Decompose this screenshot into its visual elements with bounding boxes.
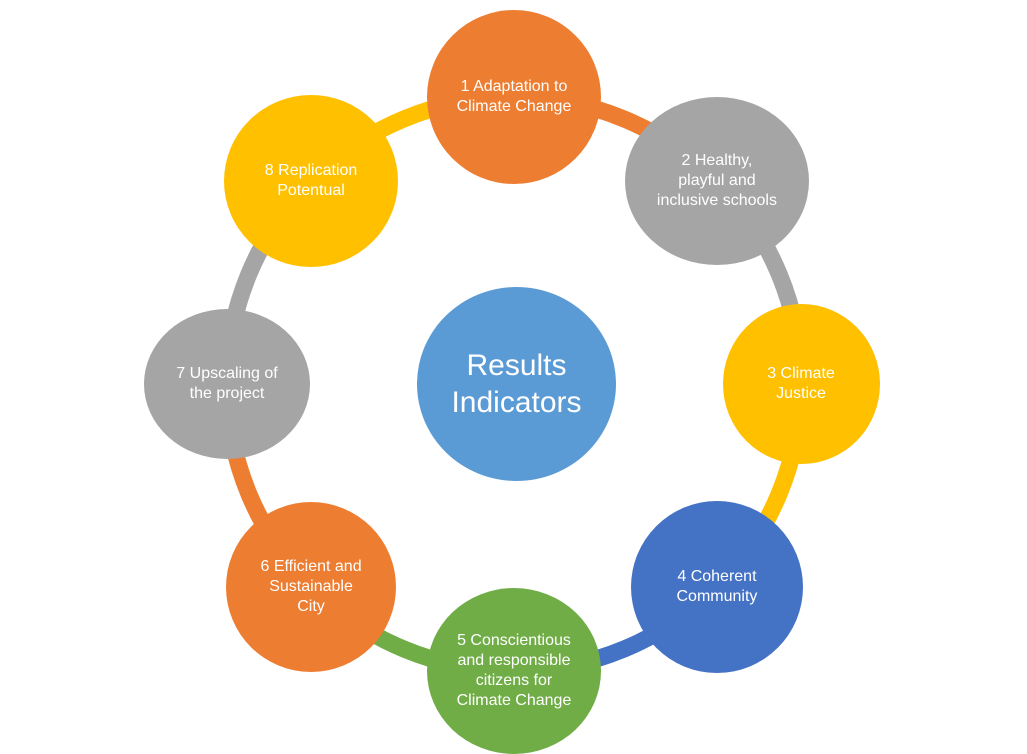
node-replication-potential: 8 Replication Potentual [224, 95, 399, 268]
node-healthy-playful-inclusive-schools: 2 Healthy, playful and inclusive schools [624, 97, 809, 266]
center-node-results-indicators: Results Indicators [417, 287, 616, 481]
node-climate-justice: 3 Climate Justice [722, 304, 880, 464]
node-coherent-community: 4 Coherent Community [630, 500, 803, 673]
node-conscientious-responsible-citizens: 5 Conscientious and responsible citizens… [427, 588, 601, 754]
node-efficient-sustainable-city: 6 Efficient and Sustainable City [226, 501, 397, 672]
node-upscaling-of-project: 7 Upscaling of the project [144, 309, 310, 459]
node-adaptation-to-climate-change: 1 Adaptation to Climate Change [427, 10, 601, 184]
